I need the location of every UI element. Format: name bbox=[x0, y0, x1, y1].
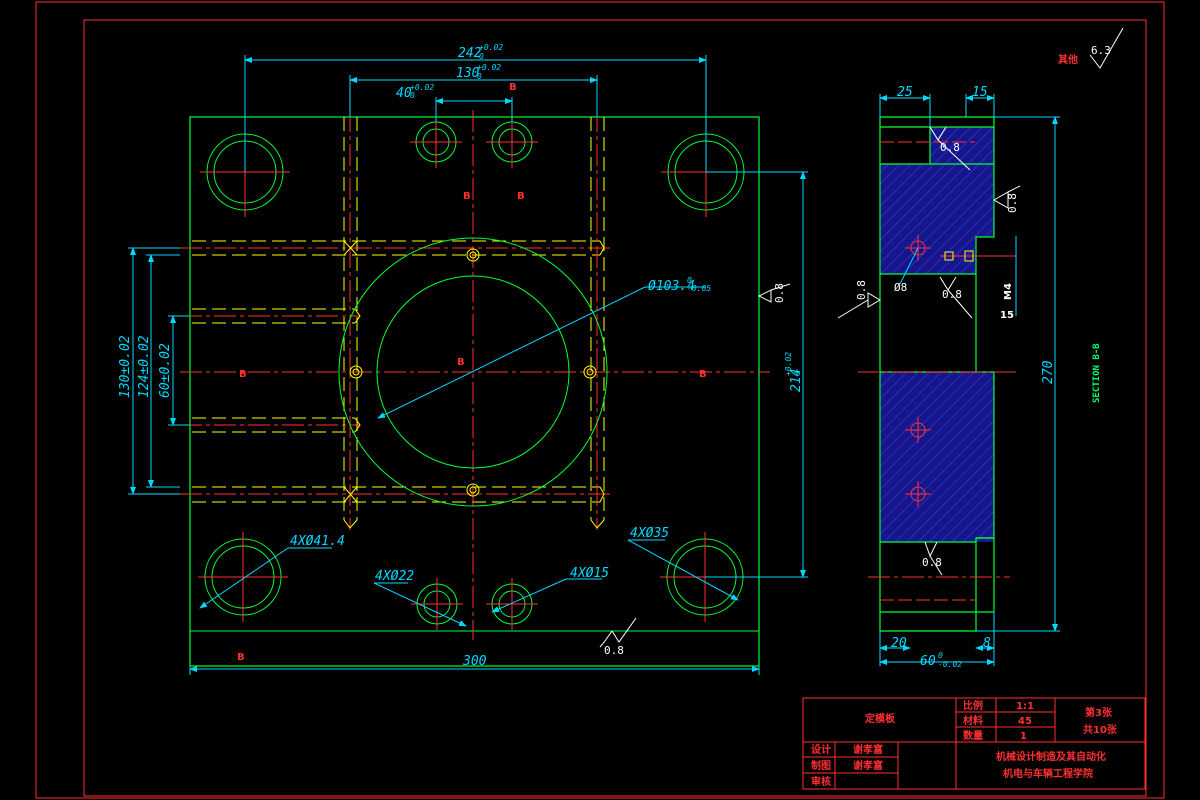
svg-text:+0.02: +0.02 bbox=[784, 352, 793, 376]
svg-text:Ø103.4: Ø103.4 bbox=[648, 279, 695, 294]
svg-text:6.3: 6.3 bbox=[1091, 44, 1111, 57]
title-block bbox=[802, 697, 1146, 790]
svg-text:45: 45 bbox=[1018, 716, 1032, 727]
svg-text:8: 8 bbox=[983, 636, 991, 651]
svg-text:0: 0 bbox=[938, 651, 943, 660]
outer-border bbox=[35, 1, 1165, 799]
hatch-lower bbox=[880, 372, 994, 542]
svg-text:-0.05: -0.05 bbox=[687, 284, 711, 293]
svg-text:130: 130 bbox=[456, 66, 480, 81]
inner-border bbox=[83, 19, 1147, 797]
svg-text:0.8: 0.8 bbox=[773, 283, 786, 303]
svg-text:60: 60 bbox=[920, 654, 936, 669]
svg-text:4XØ22: 4XØ22 bbox=[375, 569, 414, 584]
svg-text:15: 15 bbox=[1000, 310, 1014, 321]
svg-text:300: 300 bbox=[462, 654, 487, 669]
svg-text:B: B bbox=[509, 82, 517, 93]
svg-text:20: 20 bbox=[891, 636, 907, 651]
svg-text:0.8: 0.8 bbox=[855, 280, 868, 300]
svg-text:谢孝富: 谢孝富 bbox=[853, 743, 883, 756]
svg-text:-0.02: -0.02 bbox=[938, 660, 962, 669]
svg-text:定模板: 定模板 bbox=[865, 712, 896, 725]
svg-text:B: B bbox=[699, 369, 707, 380]
svg-text:设计: 设计 bbox=[811, 743, 831, 756]
svg-text:25: 25 bbox=[897, 85, 913, 100]
side-section-view: 25 15 270 20 8 60 0 -0.02 Ø8 M4 15 0.8 0… bbox=[837, 85, 1102, 669]
svg-text:其他: 其他 bbox=[1058, 53, 1078, 66]
svg-text:第3张: 第3张 bbox=[1085, 706, 1113, 719]
svg-text:B: B bbox=[237, 652, 245, 663]
svg-text:242: 242 bbox=[458, 46, 482, 61]
svg-text:0.8: 0.8 bbox=[940, 141, 960, 154]
svg-text:0.8: 0.8 bbox=[922, 556, 942, 569]
svg-text:0.8: 0.8 bbox=[604, 644, 624, 657]
svg-text:130±0.02: 130±0.02 bbox=[118, 335, 133, 398]
svg-text:1: 1 bbox=[1020, 731, 1027, 742]
inner-locating-circle bbox=[376, 275, 570, 469]
svg-text:共10张: 共10张 bbox=[1083, 723, 1118, 736]
plate-outline bbox=[189, 116, 760, 667]
svg-text:M4: M4 bbox=[1003, 283, 1014, 300]
svg-text:40: 40 bbox=[396, 86, 412, 101]
svg-text:B: B bbox=[517, 191, 525, 202]
svg-text:+0.02: +0.02 bbox=[410, 83, 434, 92]
svg-text:0: 0 bbox=[477, 72, 482, 81]
section-label: SECTION B-B bbox=[1092, 343, 1102, 403]
svg-text:15: 15 bbox=[972, 85, 988, 100]
svg-text:B: B bbox=[463, 191, 471, 202]
general-roughness: 其他 6.3 bbox=[1058, 27, 1124, 69]
svg-text:+0.02: +0.02 bbox=[479, 43, 503, 52]
svg-text:0: 0 bbox=[479, 52, 484, 61]
svg-text:214: 214 bbox=[789, 369, 804, 392]
outer-locating-circle bbox=[338, 237, 608, 507]
svg-text:B: B bbox=[239, 369, 247, 380]
svg-text:4XØ15: 4XØ15 bbox=[570, 566, 609, 581]
svg-text:审核: 审核 bbox=[811, 775, 831, 788]
svg-text:0: 0 bbox=[410, 91, 415, 100]
svg-text:4XØ35: 4XØ35 bbox=[630, 526, 669, 541]
svg-text:制图: 制图 bbox=[811, 759, 831, 772]
svg-text:数量: 数量 bbox=[963, 729, 983, 742]
svg-text:270: 270 bbox=[1041, 360, 1056, 384]
svg-text:机械设计制造及其自动化: 机械设计制造及其自动化 bbox=[996, 750, 1106, 763]
svg-text:比例: 比例 bbox=[963, 699, 983, 712]
svg-text:B: B bbox=[457, 357, 465, 368]
svg-text:4XØ41.4: 4XØ41.4 bbox=[290, 534, 345, 549]
svg-text:谢孝富: 谢孝富 bbox=[853, 759, 883, 772]
svg-text:0: 0 bbox=[687, 276, 692, 285]
svg-text:60±0.02: 60±0.02 bbox=[158, 343, 173, 398]
center-marks: B B B B B B B bbox=[237, 82, 707, 663]
svg-text:材料: 材料 bbox=[963, 714, 983, 727]
svg-text:1:1: 1:1 bbox=[1016, 701, 1034, 712]
svg-text:0.8: 0.8 bbox=[942, 288, 962, 301]
svg-text:机电与车辆工程学院: 机电与车辆工程学院 bbox=[1003, 767, 1093, 780]
svg-text:+0.02: +0.02 bbox=[477, 63, 501, 72]
front-view: B B B B B B B bbox=[118, 43, 808, 675]
svg-text:0.8: 0.8 bbox=[1006, 193, 1019, 213]
svg-text:124±0.02: 124±0.02 bbox=[137, 335, 152, 398]
svg-text:0: 0 bbox=[793, 371, 802, 376]
svg-text:Ø8: Ø8 bbox=[894, 281, 907, 294]
